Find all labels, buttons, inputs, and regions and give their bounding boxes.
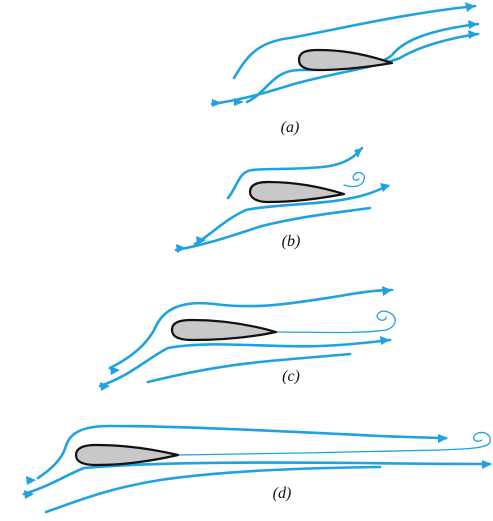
arrow-d-inlet-1 [26, 476, 36, 485]
arrow-a-upper [465, 2, 475, 12]
arrow-b-middle [380, 183, 390, 192]
caption-c: (c) [282, 368, 300, 385]
streamline-d-lower [46, 467, 380, 512]
streamline-b-lower [176, 208, 370, 250]
airfoil-d [76, 445, 178, 465]
arrow-b-inlet-2 [176, 244, 186, 253]
vortex-c [276, 311, 395, 332]
vortex-b [344, 173, 364, 187]
airfoil-a [299, 50, 392, 70]
arrow-d-middle [482, 460, 492, 469]
arrow-a-lower [468, 30, 478, 39]
panel-a: (a) [212, 2, 478, 136]
panel-b: (b) [176, 148, 390, 253]
caption-a: (a) [281, 119, 300, 136]
vortex-d [178, 432, 490, 455]
arrow-c-middle [380, 336, 390, 345]
arrow-d-upper [438, 434, 448, 443]
arrow-c-inlet-1 [110, 366, 120, 375]
streamline-c-lower [148, 354, 350, 382]
arrow-a-middle [468, 20, 478, 29]
arrow-c-upper [382, 286, 392, 296]
streamline-d-middle [24, 463, 490, 494]
airfoil-c [172, 320, 276, 340]
airfoil-b [250, 182, 344, 202]
panel-c: (c) [100, 286, 395, 391]
panel-d: (d) [24, 426, 492, 512]
arrow-a-inlet-2 [212, 99, 222, 107]
caption-d: (d) [273, 485, 292, 502]
caption-b: (b) [282, 233, 301, 250]
